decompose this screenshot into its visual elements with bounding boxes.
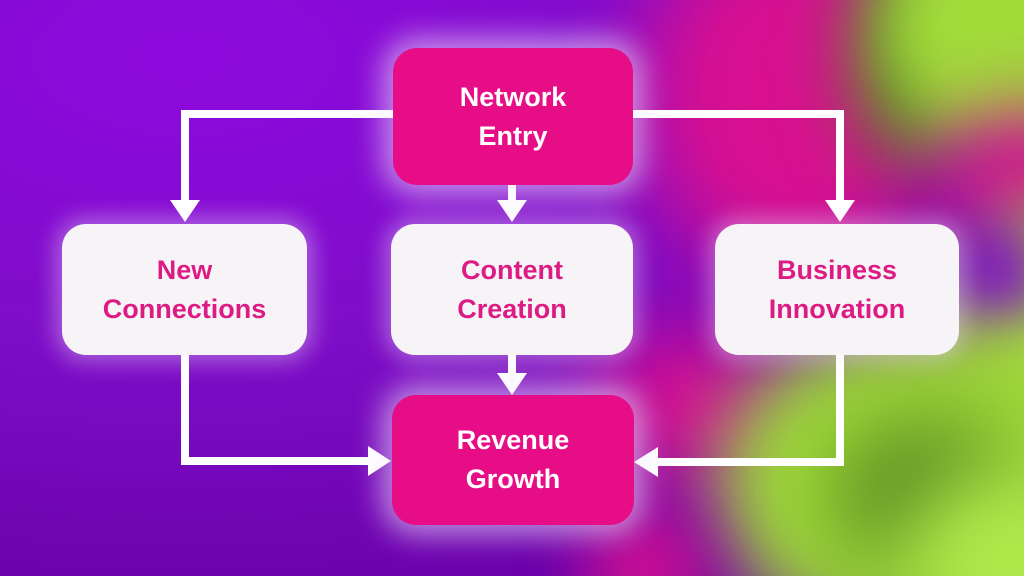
node-new-connections: New Connections — [62, 224, 307, 355]
node-label-line: Growth — [465, 464, 561, 494]
node-label-line: Content — [461, 254, 563, 285]
node-label-line: Business — [776, 254, 898, 285]
node-revenue-growth: Revenue Growth — [392, 395, 634, 525]
node-content-creation: Content Creation — [391, 224, 633, 355]
node-label-line: Entry — [478, 120, 548, 151]
node-label-line: New — [156, 254, 213, 285]
node-label-line: Network — [459, 81, 567, 112]
node-network-entry: Network Entry — [393, 48, 633, 185]
node-label-line: Revenue — [456, 425, 570, 455]
node-business-innovation: Business Innovation — [715, 224, 959, 355]
node-label-line: Innovation — [768, 293, 906, 324]
node-label-line: Creation — [457, 293, 567, 324]
node-label-line: Connections — [102, 293, 267, 324]
